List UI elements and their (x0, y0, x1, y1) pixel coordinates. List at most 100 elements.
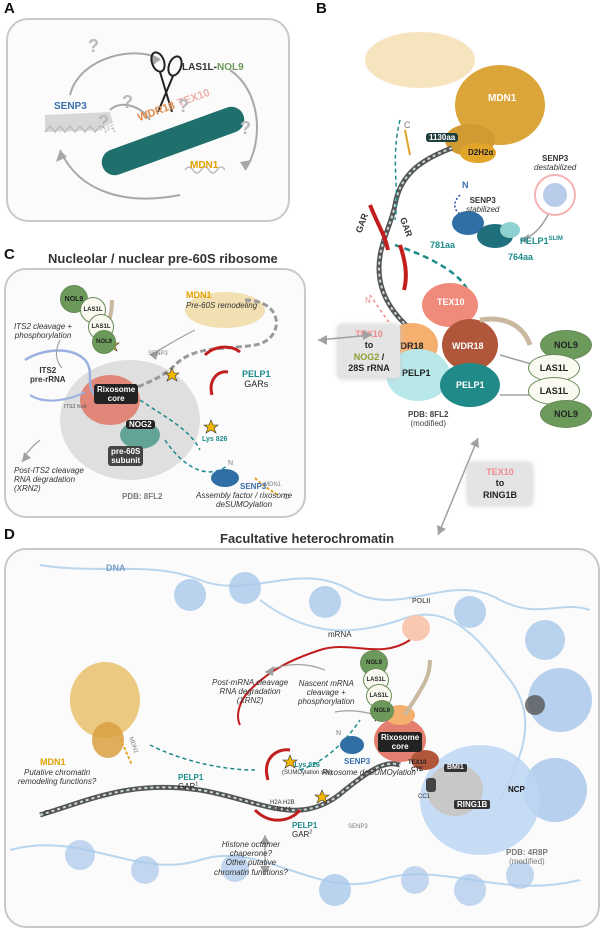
conn2-tex10: TEX10 (486, 467, 514, 477)
a-question-3: ? (98, 112, 109, 132)
c-assembly-1: Assembly factor / rixosome (196, 491, 293, 500)
conn2-ring1b: RING1B (482, 489, 517, 500)
d-lys826-name: Lys 826 (294, 762, 320, 769)
d-ring1b-label: RING1B (454, 800, 491, 810)
c-senp3-label: SENP3 (240, 482, 267, 491)
d-bmi1-label: BMI1 (444, 764, 467, 773)
c-pelp1: PELP1 (242, 369, 271, 379)
conn1-nog2-row: NOG2 / (344, 352, 394, 363)
a-senp3-label: SENP3 (54, 101, 87, 112)
d-gar1-row: GAR1 (178, 782, 203, 792)
d-rixosome-core: Rixosome core (378, 732, 423, 753)
d-pdb-caption: PDB: 4R8P (modified) (506, 848, 548, 866)
c-assembly: Assembly factor / rixosome deSUMOylation (196, 491, 292, 509)
d-post-mrna-2: RNA degradation (219, 687, 281, 697)
c-rixosome-core: Rixosome core (94, 384, 139, 405)
conn1-slash: / (381, 351, 385, 362)
d-ncp-label: NCP (508, 785, 525, 794)
d-cc1-label: CC1 (418, 794, 431, 800)
d-nol9-pill-b: NOL9 (370, 700, 394, 722)
d-gar2-sup: 2 (309, 829, 313, 836)
c-its2-cleave-2: phosphorylation (14, 331, 72, 341)
c-post-its2-2: RNA degradation (14, 475, 76, 485)
b-pelp1-slim-label: PELP1SLIM (520, 236, 563, 246)
c-mdn1-label: MDN1 (186, 290, 212, 300)
d-tex10-cte-b: CTE (411, 766, 424, 773)
c-post-its2-1: Post-ITS2 cleavage (14, 466, 84, 475)
c-its2-b: pre-rRNA (30, 375, 66, 385)
a-mdn1-label: MDN1 (190, 160, 219, 171)
a-question-2: ? (122, 92, 133, 112)
d-mdn1-fn: Putative chromatin remodeling functions? (18, 768, 96, 786)
d-pelp1-gar1-name: PELP1 (178, 773, 204, 782)
b-nol9-pill-b: NOL9 (540, 400, 592, 428)
b-pelp1-slim-name: PELP1 (520, 236, 549, 246)
c-assembly-2: deSUMOylation (216, 500, 273, 510)
b-destabilized-text: destabilized (534, 163, 577, 173)
b-stabilized-text: stabilized (466, 205, 500, 215)
d-mdn1-fn-2: remodeling functions? (18, 777, 97, 787)
connector-tex10-ring1b: TEX10 to RING1B (468, 463, 532, 505)
a-las1l: LAS1L (182, 62, 214, 73)
c-lys826: Lys 826 (202, 436, 228, 443)
d-histone-2: chaperone? (229, 849, 273, 859)
panel-a-letter: A (4, 0, 15, 17)
c-n-label: N (228, 460, 234, 467)
c-its2-cleave-1: ITS2 cleavage + (14, 322, 73, 331)
d-histone-3: Other putative (225, 858, 277, 868)
c-senp3-small: SENP3 (148, 351, 168, 357)
d-nascent-3: phosphorylation (298, 697, 355, 707)
b-wdr18-label-b: WDR18 (452, 341, 484, 351)
d-pelp1-gar1: PELP1 GAR1 (178, 773, 203, 791)
b-mdn1-label: MDN1 (488, 93, 517, 104)
b-slim-sup: SLIM (548, 236, 563, 242)
d-histone-fn: Histone octamer chaperone? Other putativ… (214, 840, 288, 877)
panel-d-letter: D (4, 526, 15, 543)
d-nascent: Nascent mRNA cleavage + phosphorylation (298, 679, 354, 707)
c-pre60-b: subunit (111, 456, 141, 466)
b-n-label: N (462, 180, 469, 190)
d-mdn1-label: MDN1 (40, 757, 66, 767)
d-pelp1-gar2: PELP1 GAR2 (292, 821, 317, 839)
d-histone-1: Histone octamer (221, 840, 281, 849)
b-aa1130-label: 1130aa (426, 133, 459, 143)
c-nog2-label: NOG2 (126, 420, 155, 430)
b-pelp1-label-b: PELP1 (456, 380, 485, 390)
conn1-to: to (364, 340, 374, 351)
panel-b-letter: B (316, 0, 327, 17)
d-pdb: PDB: 4R8P (506, 848, 548, 857)
c-pre60s-subunit: pre-60S subunit (108, 446, 144, 467)
conn2-to: to (495, 478, 505, 489)
b-pdb-caption: PDB: 8FL2 (modified) (408, 410, 448, 428)
d-sumo-site: (SUMOylation site) (282, 770, 333, 777)
b-senp3-stab-name: SENP3 (469, 196, 496, 205)
d-mrna-label: mRNA (328, 630, 352, 639)
d-c-label: C (44, 810, 50, 817)
c-rix-b: core (107, 394, 125, 404)
d-n-label: N (336, 730, 342, 737)
d-modified: (modified) (509, 857, 545, 867)
d-rix-desumo: Rixosome deSUMOylation (322, 768, 416, 777)
d-senp3-small: SENP3 (348, 824, 368, 830)
d-histones: H2A H2B H3 H4 (270, 800, 295, 814)
a-las1l-nol9-label: LAS1L-NOL9 (182, 62, 244, 73)
b-senp3-destab: SENP3 destabilized (534, 154, 576, 172)
c-pdb: PDB: 8FL2 (122, 492, 163, 501)
c-its2-foot: ITS2 foot (64, 404, 87, 410)
d-nascent-2: cleavage + (306, 688, 346, 698)
a-nol9: NOL9 (217, 62, 244, 73)
c-post-its2: Post-ITS2 cleavage RNA degradation (XRN2… (14, 466, 84, 494)
c-pre60-a: pre-60S (111, 447, 141, 456)
a-question-5: ? (178, 96, 189, 116)
d-mdn1-fn-1: Putative chromatin (24, 768, 91, 777)
conn1-28s: 28S rRNA (348, 362, 390, 373)
b-pelp1-label-a: PELP1 (402, 368, 431, 378)
d-gar1: GAR (178, 782, 196, 792)
d-h3-h4: H3 H4 (273, 806, 291, 813)
b-modified-text: (modified) (410, 419, 447, 429)
d-post-mrna-1: Post-mRNA cleavage (212, 678, 289, 687)
c-its2-label: ITS2 pre-rRNA (30, 366, 66, 384)
